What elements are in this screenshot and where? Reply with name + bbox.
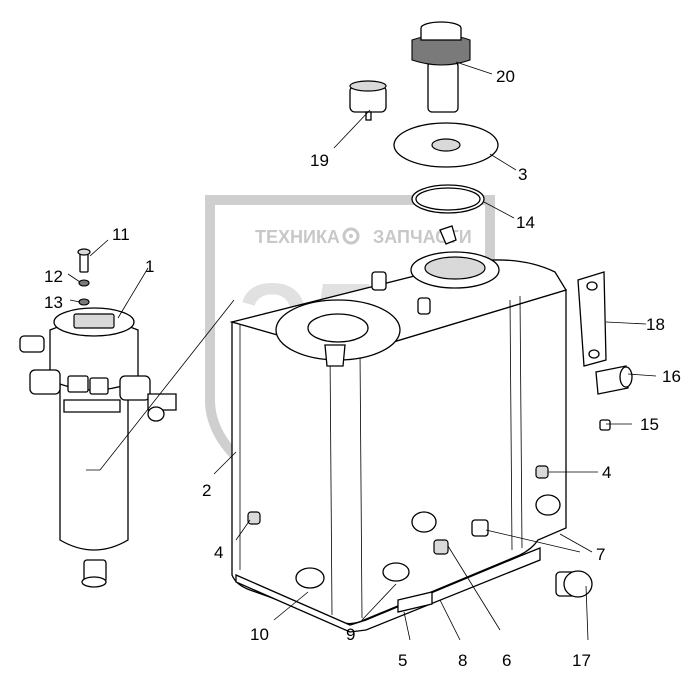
leader-lines <box>67 61 657 641</box>
level-gauge <box>577 271 607 367</box>
callout-3: 3 <box>518 165 527 184</box>
callout-1: 1 <box>145 257 154 276</box>
callout-15: 15 <box>640 415 659 434</box>
callout-4-left: 4 <box>214 543 223 562</box>
callout-14: 14 <box>516 213 535 232</box>
callout-16: 16 <box>662 367 681 386</box>
callout-numbers: 20 19 3 14 11 1 12 13 18 16 15 4 2 4 7 1… <box>44 67 681 670</box>
watermark-text-right: ЗАПЧАСТИ <box>373 227 472 247</box>
callout-17: 17 <box>572 651 591 670</box>
callout-9: 9 <box>346 625 355 644</box>
callout-5: 5 <box>398 651 407 670</box>
callout-11: 11 <box>112 225 130 244</box>
callout-8: 8 <box>458 651 467 670</box>
callout-13: 13 <box>44 293 63 312</box>
outlet-fitting <box>555 570 593 598</box>
hydraulic-tank <box>229 225 611 633</box>
check-valve <box>595 365 633 395</box>
callout-20: 20 <box>496 67 515 86</box>
magnetic-plug <box>349 80 387 121</box>
gear-icon <box>342 227 360 245</box>
callout-18: 18 <box>646 315 665 334</box>
callout-6: 6 <box>502 651 511 670</box>
callout-12: 12 <box>44 267 63 286</box>
callout-19: 19 <box>310 151 329 170</box>
callout-4-right: 4 <box>602 463 611 482</box>
flange-plate <box>393 122 499 168</box>
callout-2: 2 <box>202 481 211 500</box>
watermark-text-left: ТЕХНИКА <box>255 227 340 247</box>
callout-10: 10 <box>250 625 269 644</box>
breather-filler-cap <box>411 21 471 113</box>
callout-7: 7 <box>596 545 605 564</box>
gasket-ring <box>411 184 485 214</box>
filter-assembly <box>19 248 177 588</box>
